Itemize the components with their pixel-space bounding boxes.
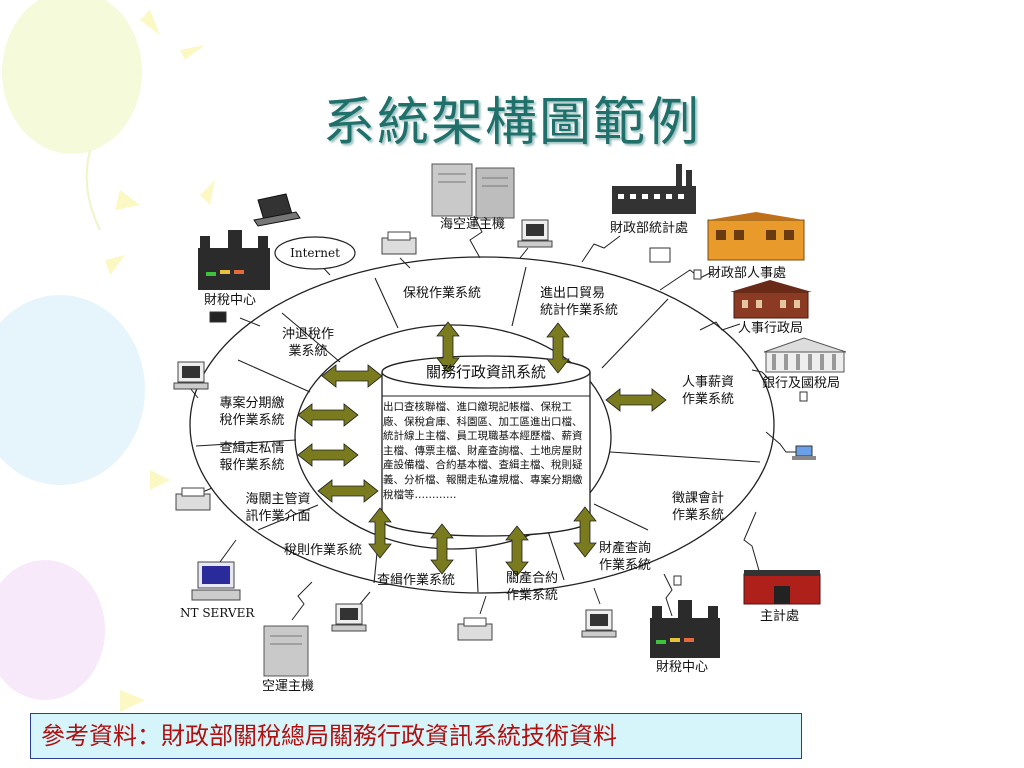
balloon-icon <box>2 0 142 231</box>
label-stats-office: 財政部統計處 <box>610 221 689 236</box>
desktop-computer-icon <box>517 219 553 248</box>
desktop-computer-icon <box>173 361 209 390</box>
server-tower-icon <box>431 163 515 219</box>
internet-cloud <box>274 236 356 270</box>
arrow-horizontal <box>317 479 379 503</box>
subsystem-drawback-line1: 沖退稅作 <box>281 327 334 342</box>
desktop-computer-icon <box>331 603 367 632</box>
subsystem-investigation: 查緝作業系統 <box>377 573 456 588</box>
desktop-computer-icon <box>191 561 241 601</box>
subsystem-executive-line1: 海關主管資 <box>245 492 311 507</box>
subsystem-contract-line1: 關產合約 <box>505 571 558 586</box>
bank-building-icon <box>763 337 847 373</box>
printer-icon <box>175 487 211 511</box>
balloon-icon <box>0 560 105 700</box>
page-title: 系統架構圖範例 <box>322 93 701 153</box>
subsystem-tariff: 稅則作業系統 <box>284 543 363 558</box>
subsystem-personnel-line2: 作業系統 <box>681 392 734 407</box>
sector-dividers <box>195 266 761 593</box>
subsystem-installment-line1: 專案分期繳 <box>219 396 285 411</box>
subsystem-smuggling-line1: 查緝走私情 <box>219 441 285 456</box>
outer-ring <box>189 256 775 594</box>
subsystem-contract-line2: 作業系統 <box>505 588 558 603</box>
subsystem-bonded: 保稅作業系統 <box>403 286 482 301</box>
inner-ring <box>294 324 612 550</box>
label-sea-air-host: 海空運主機 <box>440 217 506 232</box>
arrow-horizontal <box>297 443 359 467</box>
subsystem-executive-line2: 訊作業介面 <box>245 509 311 524</box>
subsystem-installment-line2: 稅作業系統 <box>219 413 285 428</box>
printer-icon <box>457 617 493 641</box>
label-tax-center-top: 財稅中心 <box>204 293 257 308</box>
printer-icon <box>381 231 417 255</box>
subsystem-property-line2: 作業系統 <box>598 558 651 573</box>
balloon-icon <box>0 295 145 485</box>
label-personnel-dept: 財政部人事處 <box>708 266 787 281</box>
central-system-title: 關務行政資訊系統 <box>425 363 546 381</box>
factory-building-icon <box>612 164 696 214</box>
arrow-horizontal <box>321 364 383 388</box>
reference-footer: 參考資料：財政部關稅總局關務行政資訊系統技術資料 <box>30 713 802 759</box>
subsystem-property-line1: 財產查詢 <box>598 541 651 556</box>
subsystem-trade-line2: 統計作業系統 <box>540 303 619 318</box>
central-database-cylinder <box>381 355 591 537</box>
label-bank-tax: 銀行及國稅局 <box>762 376 841 391</box>
building-icon <box>707 212 805 261</box>
label-accounting-office: 主計處 <box>760 609 800 624</box>
subsystem-levy-line2: 作業系統 <box>671 508 724 523</box>
building-icon <box>650 600 720 658</box>
subsystem-levy-line1: 徵課會計 <box>671 491 724 506</box>
subsystem-smuggling-line2: 報作業系統 <box>219 458 285 473</box>
central-system-contents: 出口查核聯檔、進口繳現記帳檔、保稅工廠、保稅倉庫、科園區、加工區進出口檔、統計線… <box>383 401 583 501</box>
subsystem-trade-line1: 進出口貿易 <box>540 286 606 301</box>
server-tower-icon <box>263 625 309 677</box>
label-personnel-admin: 人事行政局 <box>738 321 804 336</box>
modem-icon <box>209 247 808 586</box>
building-icon <box>730 280 812 319</box>
subsystem-drawback-line2: 業系統 <box>288 344 328 359</box>
laptop-icon <box>792 445 816 460</box>
building-icon <box>198 230 270 290</box>
subsystem-personnel-line1: 人事薪資 <box>681 375 734 390</box>
building-icon <box>743 570 821 605</box>
label-air-host: 空運主機 <box>262 679 315 694</box>
laptop-icon <box>253 193 301 227</box>
label-nt-server: NT SERVER <box>180 606 255 620</box>
desktop-computer-icon <box>581 609 617 638</box>
arrow-horizontal <box>297 403 359 427</box>
label-internet: Internet <box>290 246 340 260</box>
arrow-horizontal <box>605 388 667 412</box>
label-tax-center-bottom: 財稅中心 <box>656 660 709 675</box>
